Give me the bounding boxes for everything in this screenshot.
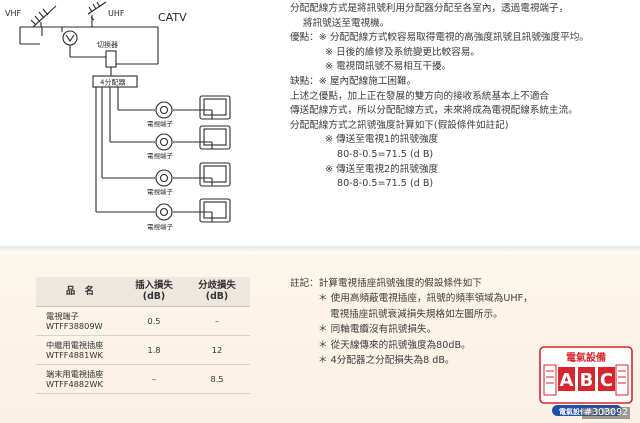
tv-outlet-icon [155, 101, 173, 119]
logo-letter: B [580, 370, 594, 391]
outlet-label: 電視端子 [147, 222, 174, 231]
uhf-antenna-icon [87, 1, 107, 27]
splitter-box-icon [92, 75, 138, 88]
tv-outlet-icon [155, 169, 173, 187]
description-line: 分配配線方式是將訊號利用分配器分配至各室內，透過電視端子， [290, 3, 569, 14]
note-line: ＊ 使用高頻蔽電視插座，訊號的頻率領域為UHF， [318, 293, 533, 305]
calculation-line: ※ 傳送至電視1的訊號強度 [325, 134, 439, 146]
switch-box-icon [105, 50, 117, 68]
table-header-row: 品 名 插入損失(dB) 分歧損失(dB) [36, 277, 250, 307]
outlet-label: 電視端子 [147, 151, 174, 160]
logo-letter: A [560, 370, 574, 391]
advantages-line: ※ 日後的維修及系統變更比較容易。 [325, 46, 480, 58]
splitter-label: 4分配器 [100, 78, 125, 87]
description-line: 將訊號送至電視機。 [303, 17, 390, 29]
calculation-line: ※ 傳送至電視2的訊號強度 [325, 163, 439, 175]
switch-label: 切換器 [97, 40, 118, 49]
vhf-antenna-icon [30, 5, 57, 28]
note-line: 電視插座訊號衰減損失規格如左圖所示。 [330, 308, 503, 320]
advantages-line: ※ 電視間訊號不易相互干擾。 [325, 61, 452, 73]
note-line: ＊ 4分配器之分配損失為8 dB。 [318, 355, 455, 367]
tv-outlet-icon [155, 203, 173, 221]
outlet-label: 電視端子 [147, 119, 174, 128]
distribution-wiring-diagram: VHF UHF CATV 切換器 4分配器 電視端子 電視端子 電視端子 電視端… [5, 1, 231, 231]
description-line: 傳送配線方式，所以分配配線方式，未來將成為電視配線系統主流。 [290, 105, 578, 117]
description-line: 上述之優點，加上正在發展的雙方向的接收系統基本上不適合 [290, 90, 550, 102]
insertion-loss-cell: 1.8 [124, 335, 184, 365]
tv-outlet-icon [155, 133, 173, 151]
tv-set-icon [199, 125, 231, 150]
description-line: 分配配線方式之訊號強度計算如下(假設條件如註記) [290, 119, 509, 131]
advantages-line: 優點：※ 分配配線方式較容易取得電視的高強度訊號且訊號強度平均。 [290, 32, 589, 44]
header-product-name: 品 名 [36, 277, 124, 307]
logo-building-icon [543, 364, 629, 396]
note-line: ＊ 同軸電纜沒有訊號損失。 [318, 324, 437, 336]
disadvantages-line: 缺點：※ 屋內配線施工困難。 [290, 75, 417, 87]
branch-loss-cell: 8.5 [184, 364, 250, 394]
header-branch-loss: 分歧損失(dB) [184, 277, 250, 307]
logo-letter: C [600, 370, 613, 391]
outlet-label: 電視端子 [147, 187, 174, 196]
calculation-line: 80-8-0.5=71.5 (d B) [337, 178, 434, 190]
catv-label: CATV [158, 11, 187, 24]
insertion-loss-cell: 0.5 [124, 306, 184, 336]
note-heading: 註記：計算電視插座訊號強度的假設條件如下 [290, 278, 482, 289]
logo-top-text: 電氣設備 [566, 351, 606, 364]
notes-text: 註記：計算電視插座訊號強度的假設條件如下 ＊ 使用高頻蔽電視插座，訊號的頻率領域… [290, 276, 533, 368]
image-watermark: #303092 [582, 407, 631, 419]
insertion-loss-cell: – [124, 364, 184, 394]
branch-loss-cell: 12 [184, 335, 250, 365]
tv-set-icon [199, 95, 231, 120]
top-section [0, 0, 640, 246]
branch-loss-cell: – [184, 306, 250, 336]
tv-set-icon [199, 198, 231, 223]
note-line: ＊ 從天線傳來的訊號強度為80dB。 [318, 339, 471, 351]
calculation-line: 80-8-0.5=71.5 (d B) [337, 148, 434, 160]
mixer-icon [62, 30, 78, 46]
tv-set-icon [199, 162, 231, 187]
vhf-label: VHF [5, 9, 21, 18]
description-text: 分配配線方式是將訊號利用分配器分配至各室內，透過電視端子， 將訊號送至電視機。 … [290, 2, 589, 192]
uhf-label: UHF [108, 9, 125, 18]
header-insertion-loss: 插入損失(dB) [124, 277, 184, 307]
section-divider [0, 246, 640, 254]
